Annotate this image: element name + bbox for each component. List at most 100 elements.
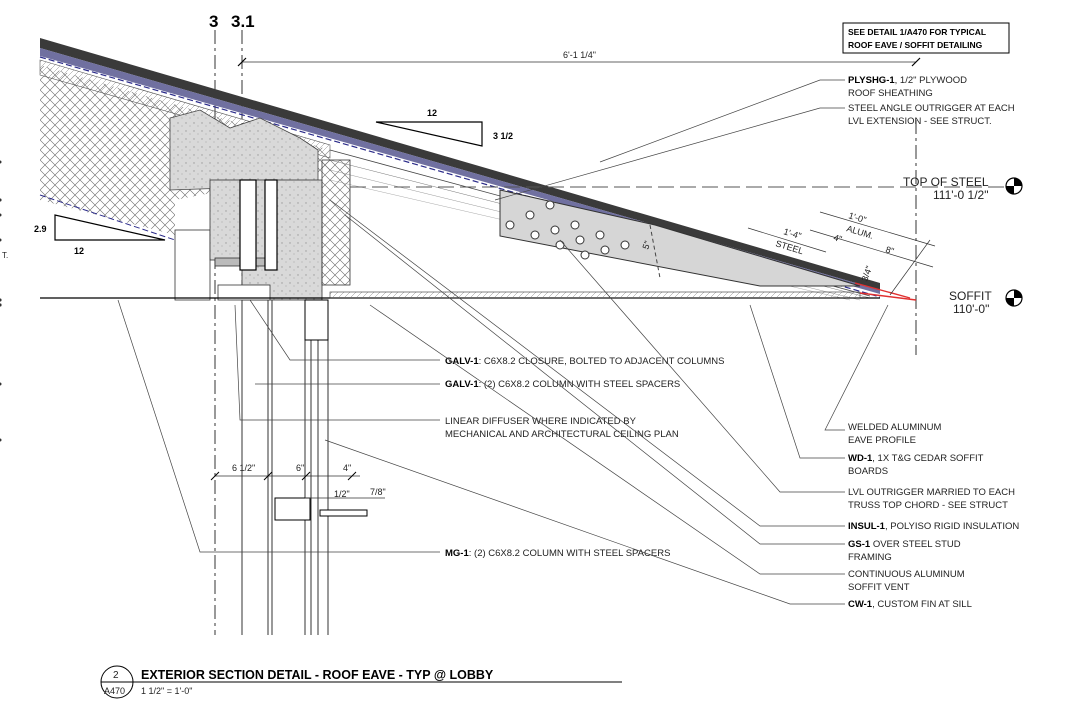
- leader-lines: [0, 79, 889, 605]
- slope-rise-2: 2.9: [34, 224, 47, 234]
- bolt: [505, 220, 515, 230]
- dim-col-1: 6 1/2": [232, 463, 255, 473]
- callout-tag: MG-1: [445, 548, 469, 559]
- bolt: [595, 230, 605, 240]
- detail-number: 2: [113, 670, 119, 681]
- callout-label-line2: TRUSS TOP CHORD - SEE STRUCT: [848, 500, 1008, 511]
- dim-col-2: 6": [296, 463, 304, 473]
- dim-alum-label: ALUM.: [845, 223, 874, 241]
- title-block: [100, 665, 622, 699]
- bolt: [620, 240, 630, 250]
- column-structure: [174, 159, 368, 635]
- callout-label: CONTINUOUS ALUMINUM: [848, 569, 965, 580]
- leader-line: [599, 79, 845, 163]
- grid-label-3: 3: [209, 12, 218, 31]
- callout-label: PLYSHG-1, 1/2" PLYWOOD: [848, 75, 967, 86]
- dim-steel: 1'-4": [782, 226, 802, 241]
- mid-callout-label: GALV-1: (2) C6X8.2 COLUMN WITH STEEL SPA…: [445, 379, 680, 390]
- callout-tag: GS-1: [848, 539, 871, 550]
- slope-triangle-2: [54, 214, 166, 241]
- callout-label: LVL OUTRIGGER MARRIED TO EACH: [848, 487, 1015, 498]
- callout-text: STEEL ANGLE OUTRIGGER AT EACH: [848, 103, 1015, 114]
- mid-callout-label: GALV-1: C6X8.2 CLOSURE, BOLTED TO ADJACE…: [445, 356, 724, 367]
- leader-arrow: [0, 198, 2, 202]
- bolt: [525, 210, 535, 220]
- dim-8: 8": [884, 244, 895, 256]
- bolt: [545, 200, 555, 210]
- leader-line: [249, 299, 440, 361]
- callout-label: CW-1, CUSTOM FIN AT SILL: [848, 599, 972, 610]
- middle-callouts: GALV-1: C6X8.2 CLOSURE, BOLTED TO ADJACE…: [445, 356, 724, 559]
- callout-label: STEEL ANGLE OUTRIGGER AT EACH: [848, 103, 1015, 114]
- callout-text: LINEAR DIFFUSER WHERE INDICATED BY: [445, 416, 637, 427]
- callout-label-line2: LVL EXTENSION - SEE STRUCT.: [848, 116, 992, 127]
- top-of-steel-elev: 111'-0 1/2": [933, 188, 988, 202]
- leader-arrow: [0, 303, 2, 307]
- note-line-2: ROOF EAVE / SOFFIT DETAILING: [848, 40, 983, 50]
- overhang-dimension: [237, 57, 921, 67]
- callout-text: CONTINUOUS ALUMINUM: [848, 569, 965, 580]
- callout-text: : C6X8.2 CLOSURE, BOLTED TO ADJACENT COL…: [479, 356, 725, 367]
- steel-outrigger: [499, 189, 861, 287]
- top-of-steel-label: TOP OF STEEL: [903, 175, 989, 189]
- sheet-number: A470: [104, 686, 125, 696]
- dim-col-3: 4": [343, 463, 351, 473]
- bolt: [530, 230, 540, 240]
- bolt: [580, 250, 590, 260]
- callout-text: : (2) C6X8.2 COLUMN WITH STEEL SPACERS: [469, 548, 671, 559]
- bolt: [570, 220, 580, 230]
- overhang-dim-text: 6'-1 1/4": [563, 50, 596, 60]
- leader-line: [324, 439, 845, 605]
- leader-line: [559, 239, 845, 493]
- leader-line: [824, 304, 889, 431]
- dim-5-text: 5": [640, 240, 652, 251]
- leader-line: [117, 299, 440, 553]
- soffit-boards: [40, 282, 917, 301]
- leader-line: [749, 304, 845, 459]
- slope-rise-1: 3 1/2: [493, 131, 513, 141]
- callout-text: WELDED ALUMINUM: [848, 422, 942, 433]
- soffit-elev: 110'-0": [953, 302, 989, 316]
- callout-text: , 1/2" PLYWOOD: [895, 75, 967, 86]
- bolt: [575, 235, 585, 245]
- left-edge-text: T.: [2, 251, 8, 260]
- callout-label-line2: BOARDS: [848, 466, 888, 477]
- callout-text: , CUSTOM FIN AT SILL: [872, 599, 972, 610]
- callout-tag: CW-1: [848, 599, 873, 610]
- leader-arrow: [0, 160, 2, 164]
- callout-label: WELDED ALUMINUM: [848, 422, 942, 433]
- soffit-label: SOFFIT: [949, 289, 992, 303]
- eave-dimension-lines: [747, 211, 936, 296]
- dim-col-half: 1/2": [334, 489, 350, 499]
- soffit-level-marker: [1005, 289, 1023, 307]
- note-box: [842, 22, 1010, 54]
- column-dimensions: [210, 471, 385, 499]
- callout-text: OVER STEEL STUD: [870, 539, 961, 550]
- callout-tag: WD-1: [848, 453, 873, 464]
- leader-arrow: [0, 298, 2, 302]
- callout-label-line2: ROOF SHEATHING: [848, 88, 933, 99]
- callout-text: LVL OUTRIGGER MARRIED TO EACH: [848, 487, 1015, 498]
- leader-line: [234, 304, 440, 421]
- leader-line: [344, 214, 845, 545]
- dim-col-7-8: 7/8": [370, 487, 386, 497]
- callout-label-line2: EAVE PROFILE: [848, 435, 916, 446]
- callout-text: , POLYISO RIGID INSULATION: [885, 521, 1019, 532]
- detail-scale: 1 1/2" = 1'-0": [141, 686, 192, 696]
- outrigger-bolts: [505, 200, 630, 260]
- bolt: [555, 240, 565, 250]
- callout-text: , 1X T&G CEDAR SOFFIT: [872, 453, 983, 464]
- slope-triangle-1: [375, 121, 483, 147]
- callout-label: GS-1 OVER STEEL STUD: [848, 539, 961, 550]
- callout-label: WD-1, 1X T&G CEDAR SOFFIT: [848, 453, 984, 464]
- callout-text: : (2) C6X8.2 COLUMN WITH STEEL SPACERS: [479, 379, 681, 390]
- bolt: [550, 225, 560, 235]
- note-line-1: SEE DETAIL 1/A470 FOR TYPICAL: [848, 27, 986, 37]
- right-callouts: PLYSHG-1, 1/2" PLYWOOD ROOF SHEATHING STEE…: [848, 75, 1019, 610]
- callout-label-line2: FRAMING: [848, 552, 892, 563]
- leader-line: [329, 199, 845, 527]
- leader-arrow: [0, 238, 2, 242]
- leader-arrow: [0, 213, 2, 217]
- callout-tag: INSUL-1: [848, 521, 886, 532]
